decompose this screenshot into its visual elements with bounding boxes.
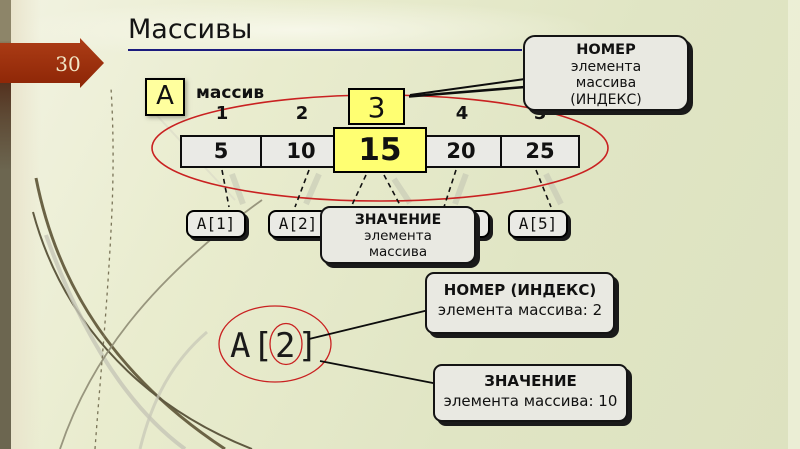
array-cell: 25 bbox=[500, 135, 580, 168]
callout-line: массива bbox=[575, 75, 637, 91]
element-label-a2: A[2] bbox=[268, 210, 328, 238]
callout-title: НОМЕР bbox=[576, 42, 636, 58]
callout-line: массива bbox=[368, 244, 428, 260]
expr-close-bracket: ] bbox=[297, 326, 320, 366]
element-label-a5: A[5] bbox=[508, 210, 568, 238]
callout-line: (ИНДЕКС) bbox=[570, 91, 642, 108]
left-sidebar-stripe bbox=[0, 0, 11, 449]
callout-line: элемента массива: 10 bbox=[443, 392, 618, 410]
expr-name: A bbox=[230, 326, 253, 366]
callout-title: ЗНАЧЕНИЕ bbox=[354, 212, 442, 228]
callout-example-value: ЗНАЧЕНИЕ элемента массива: 10 bbox=[433, 364, 628, 422]
callout-line: элемента массива: 2 bbox=[437, 301, 603, 319]
callout-line: элемента bbox=[570, 58, 642, 75]
expr-index: 2 bbox=[274, 326, 298, 366]
slide-number: 30 bbox=[55, 52, 81, 76]
example-expression: A[2] bbox=[230, 326, 320, 366]
highlighted-value-box: 15 bbox=[333, 127, 427, 173]
callout-title: НОМЕР (ИНДЕКС) bbox=[443, 281, 597, 299]
callout-index-of-element: НОМЕР элемента массива (ИНДЕКС) bbox=[523, 35, 689, 111]
callout-title: ЗНАЧЕНИЕ bbox=[484, 372, 577, 390]
left-cream-stripe bbox=[11, 0, 41, 449]
callout-line: элемента bbox=[364, 228, 432, 244]
callout-value-of-element: ЗНАЧЕНИЕ элемента массива bbox=[320, 206, 476, 264]
index-1: 1 bbox=[215, 103, 229, 124]
expr-open-bracket: [ bbox=[252, 326, 275, 366]
index-2: 2 bbox=[295, 103, 309, 124]
element-label-a1: A[1] bbox=[186, 210, 246, 238]
array-name-box: А bbox=[145, 78, 185, 116]
page-title: Массивы bbox=[128, 14, 253, 45]
index-4: 4 bbox=[455, 103, 469, 124]
array-name-label: массив bbox=[196, 83, 265, 103]
callout-example-index: НОМЕР (ИНДЕКС) элемента массива: 2 bbox=[425, 272, 615, 334]
array-cell: 10 bbox=[260, 135, 340, 168]
highlighted-index-box: 3 bbox=[348, 88, 405, 125]
title-rule bbox=[128, 49, 522, 51]
array-cell: 5 bbox=[180, 135, 260, 168]
right-edge-stripe bbox=[788, 0, 800, 449]
array-cell: 20 bbox=[420, 135, 500, 168]
